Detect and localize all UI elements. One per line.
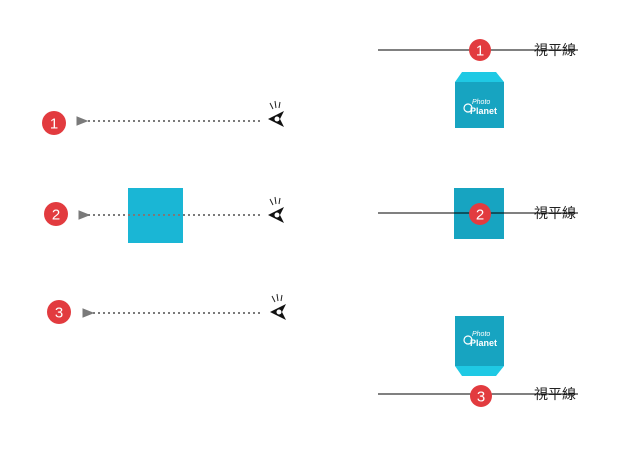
svg-text:2: 2 [476, 207, 484, 224]
svg-text:1: 1 [476, 43, 484, 60]
svg-text:1: 1 [50, 116, 58, 133]
svg-text:2: 2 [52, 207, 60, 224]
eye-icon [270, 293, 286, 320]
badge-3: 3 [47, 300, 71, 324]
photo-planet-logo: Photo Planet [463, 331, 497, 348]
svg-text:3: 3 [55, 305, 63, 322]
eye-icon [268, 196, 284, 223]
badge-1: 1 [469, 39, 491, 61]
svg-text:Planet: Planet [470, 106, 497, 116]
badge-2: 2 [469, 203, 491, 225]
left-row-2: 2 [44, 188, 284, 243]
svg-text:Planet: Planet [470, 338, 497, 348]
photo-planet-logo: Photo Planet [463, 99, 497, 116]
horizon-label: 視平線 [534, 206, 576, 222]
right-result-2: 視平線 2 [378, 188, 578, 239]
badge-3: 3 [470, 385, 492, 407]
right-result-3: Photo Planet 視平線 3 [378, 316, 578, 407]
badge-2: 2 [44, 202, 68, 226]
svg-text:3: 3 [477, 389, 485, 406]
left-row-3: 3 [47, 293, 286, 324]
horizon-label: 視平線 [534, 387, 576, 403]
svg-text:Photo: Photo [472, 99, 490, 106]
horizon-label: 視平線 [534, 43, 576, 59]
svg-text:Photo: Photo [472, 331, 490, 338]
badge-1: 1 [42, 111, 66, 135]
left-row-1: 1 [42, 100, 284, 135]
box-top-view: Photo Planet [455, 72, 504, 128]
box-bottom-view: Photo Planet [455, 316, 504, 376]
right-result-1: 視平線 1 Photo Planet [378, 39, 578, 128]
eye-icon [268, 100, 284, 127]
